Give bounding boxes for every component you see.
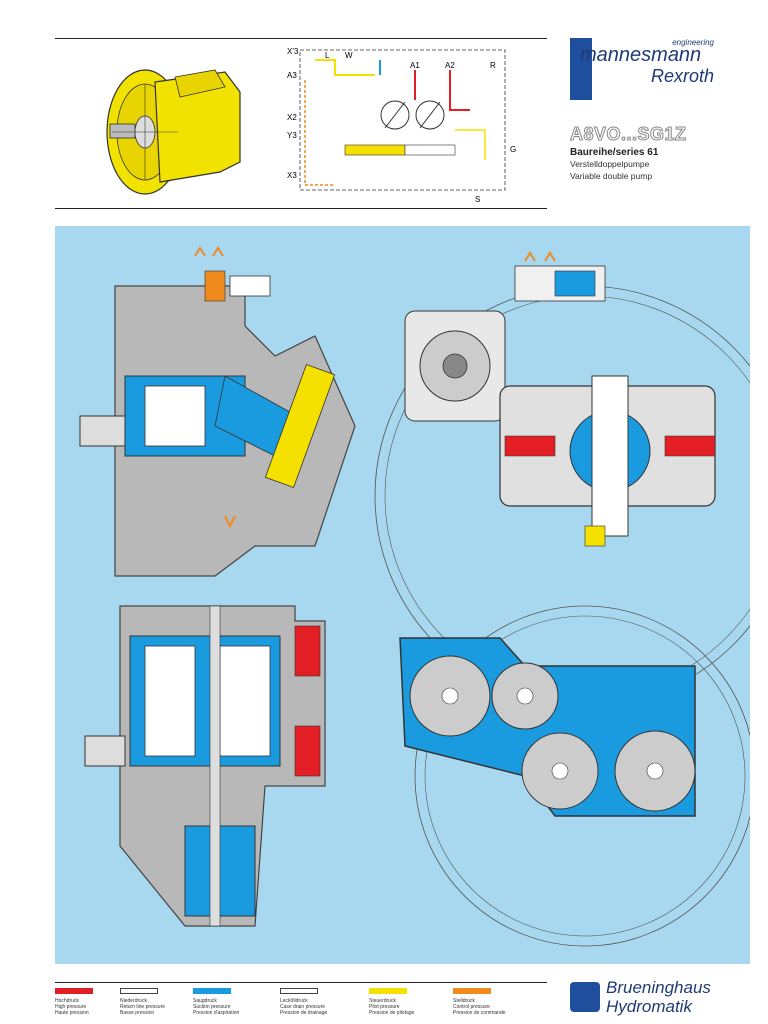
label-a3: A3 [287,71,297,80]
logo-mark [570,38,592,100]
label-l: L [325,51,330,60]
label-a1: A1 [410,61,420,70]
label-w: W [345,51,353,60]
label-s: S [475,195,480,204]
logo-rexroth: Rexroth [650,66,714,86]
desc-en: Variable double pump [570,171,653,181]
label-r: R [490,61,496,70]
label-a2: A2 [445,61,455,70]
legend-swatch-pilot [369,988,407,994]
logo-name: mannesmann [580,44,702,66]
label-y3: Y3 [287,131,297,140]
top-rule [55,38,547,39]
front-section-top [374,251,768,707]
legend-rule [55,982,547,983]
series-label: Baureihe/series 61 [570,147,659,158]
legend-swatch-suction [193,988,231,994]
desc-de: Verstelldoppelpumpe [570,159,650,169]
label-x3: X3 [287,171,297,180]
label-g: G [510,145,516,154]
side-section-top [79,246,356,577]
label-x3p: X'3 [287,47,299,56]
legend-swatch-drain [280,988,318,994]
mannesmann-rexroth-logo: engineering mannesmann Rexroth [570,38,720,108]
gear-section [399,605,756,947]
title-block: A8VO...SG1Z Baureihe/series 61 Verstelld… [570,124,750,182]
logo-engineering: engineering [672,38,714,47]
legend-swatch-control [453,988,491,994]
legend-swatch-high [55,988,93,994]
label-x2: X2 [287,113,297,122]
legend-swatch-return [120,988,158,994]
cross-section-panel [55,226,768,964]
hydraulic-schematic: X'3 A3 L W A1 A2 R X2 Y3 G X3 S [287,47,516,204]
side-section-bottom [84,605,326,927]
cross-section-drawings [79,246,768,947]
brueninghaus-icon [570,982,600,1012]
header-bottom-rule [55,208,547,209]
model-title: A8VO...SG1Z [570,124,687,145]
pump-illustration [106,69,241,195]
